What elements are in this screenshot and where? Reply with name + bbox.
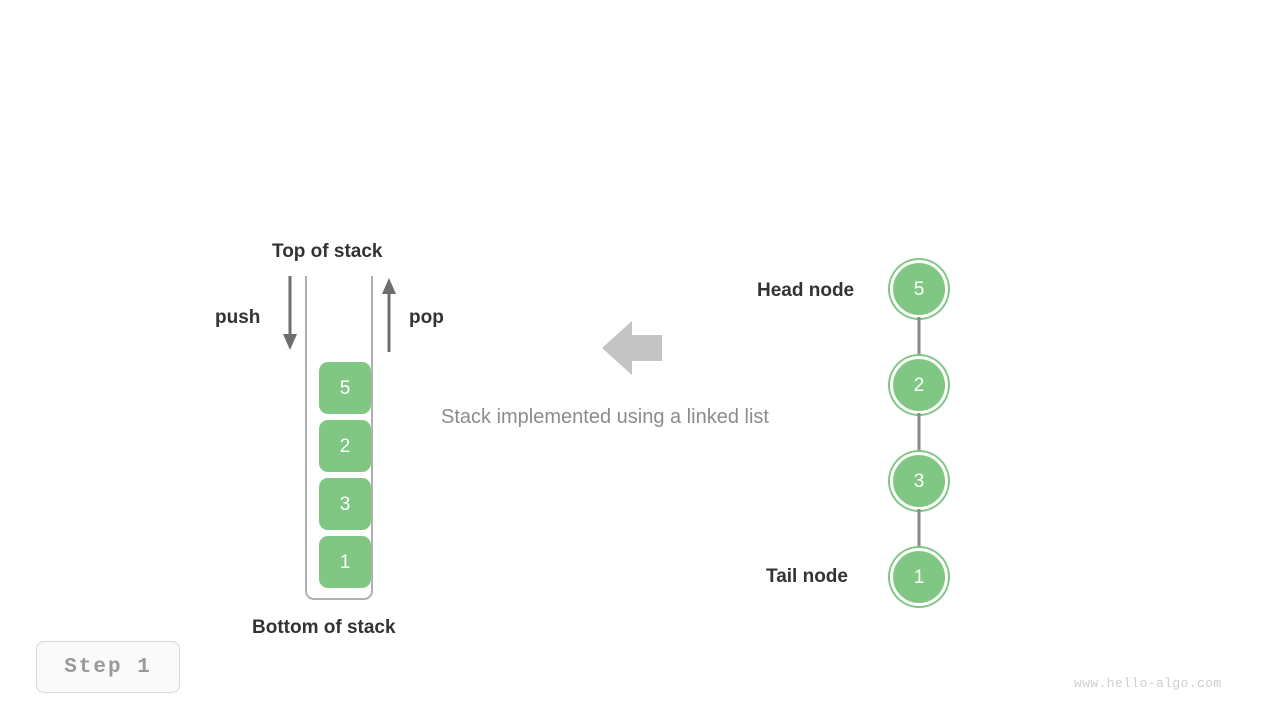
push-label: push [215, 307, 261, 328]
stack-cell: 2 [319, 420, 371, 472]
left-arrow-icon [602, 321, 662, 375]
bottom-of-stack-label: Bottom of stack [252, 617, 396, 638]
stack-cell: 5 [319, 362, 371, 414]
top-of-stack-label: Top of stack [272, 241, 383, 262]
linked-list-node: 2 [890, 356, 948, 414]
head-node-label: Head node [757, 280, 855, 301]
stack-container: 5 2 3 1 [305, 276, 373, 600]
diagram-caption: Stack implemented using a linked list [441, 406, 769, 428]
pop-arrow-icon [382, 278, 396, 352]
watermark: www.hello-algo.com [1074, 676, 1222, 691]
stack-cell: 1 [319, 536, 371, 588]
tail-node-label: Tail node [766, 566, 848, 587]
push-arrow-icon [283, 276, 297, 350]
pop-label: pop [409, 307, 444, 328]
stack-cell: 3 [319, 478, 371, 530]
step-badge: Step 1 [36, 641, 180, 693]
linked-list-node: 5 [890, 260, 948, 318]
linked-list-node: 3 [890, 452, 948, 510]
linked-list-node: 1 [890, 548, 948, 606]
